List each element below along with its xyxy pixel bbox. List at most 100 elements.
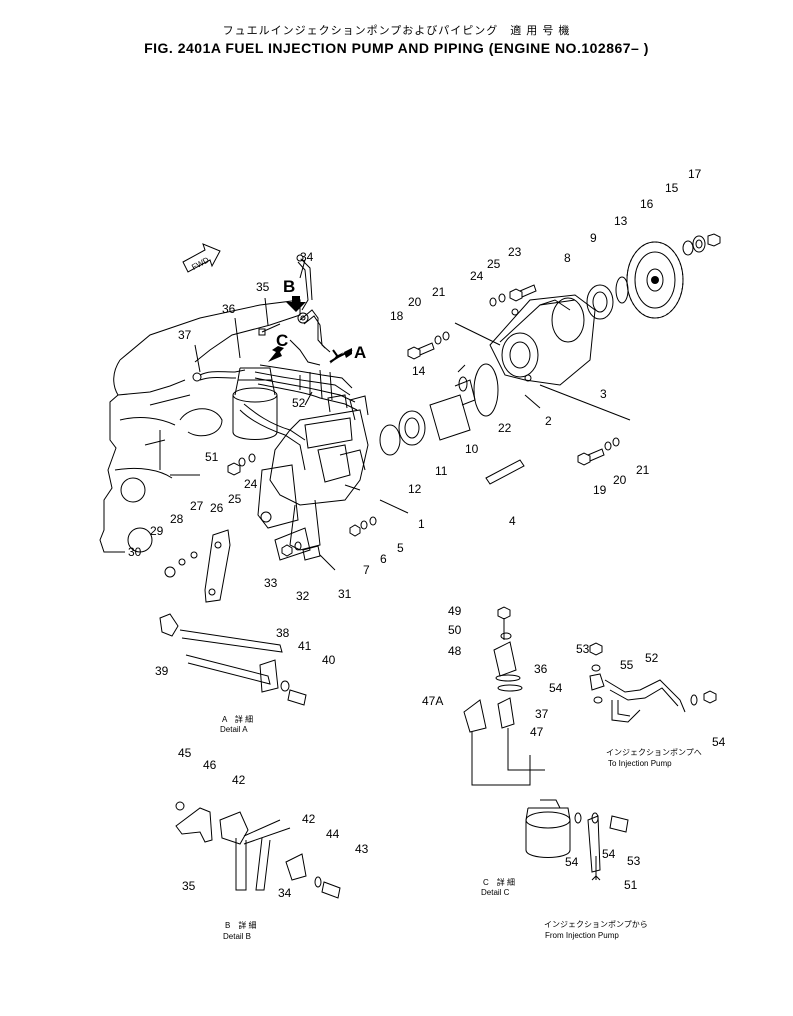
label-42a: 42 bbox=[232, 773, 246, 787]
label-37b: 37 bbox=[535, 707, 549, 721]
label-3: 3 bbox=[600, 387, 607, 401]
label-33: 33 bbox=[264, 576, 278, 590]
label-26: 26 bbox=[210, 501, 224, 515]
label-19: 19 bbox=[593, 483, 607, 497]
label-6: 6 bbox=[380, 552, 387, 566]
label-16: 16 bbox=[640, 197, 654, 211]
part-number-labels: 1 2 3 4 5 6 7 8 9 10 11 12 13 14 15 16 1… bbox=[128, 167, 726, 900]
label-25b: 25 bbox=[228, 492, 242, 506]
detail-captions: A 詳 細 Detail A B 詳 細 Detail B C 詳 細 Deta… bbox=[220, 714, 702, 941]
label-25a: 25 bbox=[487, 257, 501, 271]
label-5: 5 bbox=[397, 541, 404, 555]
label-51b: 51 bbox=[624, 878, 638, 892]
label-28: 28 bbox=[170, 512, 184, 526]
o-ring-22 bbox=[473, 363, 499, 417]
label-52a: 52 bbox=[292, 396, 306, 410]
label-47: 47 bbox=[530, 725, 544, 739]
bearing-11 bbox=[398, 410, 426, 446]
detail-a-en: Detail A bbox=[220, 725, 248, 734]
fwd-label: FWD bbox=[190, 255, 211, 272]
label-44: 44 bbox=[326, 827, 340, 841]
label-15: 15 bbox=[665, 181, 679, 195]
label-49: 49 bbox=[448, 604, 462, 618]
detail-b-en: Detail B bbox=[223, 932, 251, 941]
label-34a: 34 bbox=[300, 250, 314, 264]
label-35a: 35 bbox=[256, 280, 270, 294]
label-47a: 47A bbox=[422, 694, 443, 708]
detail-a-jp: A 詳 細 bbox=[222, 714, 253, 724]
label-23: 23 bbox=[508, 245, 522, 259]
label-1: 1 bbox=[418, 517, 425, 531]
label-48: 48 bbox=[448, 644, 462, 658]
label-9: 9 bbox=[590, 231, 597, 245]
detail-b-drawing bbox=[175, 801, 341, 899]
label-7: 7 bbox=[363, 563, 370, 577]
view-letter-c: C bbox=[276, 331, 288, 350]
label-50: 50 bbox=[448, 623, 462, 637]
label-55: 55 bbox=[620, 658, 634, 672]
label-24a: 24 bbox=[470, 269, 484, 283]
detail-c-drawing bbox=[463, 606, 717, 881]
leader-lines-main bbox=[194, 259, 631, 571]
view-arrows: A B C bbox=[268, 277, 366, 364]
label-36b: 36 bbox=[534, 662, 548, 676]
label-17: 17 bbox=[688, 167, 702, 181]
label-31: 31 bbox=[338, 587, 352, 601]
gear-13 bbox=[626, 241, 684, 319]
japanese-title: フュエルインジェクションポンプおよびパイピング 適 用 号 機 bbox=[222, 25, 571, 37]
injection-pump bbox=[257, 394, 369, 561]
label-51a: 51 bbox=[205, 450, 219, 464]
figure-title: FIG. 2401A FUEL INJECTION PUMP AND PIPIN… bbox=[144, 40, 649, 56]
bearing-8 bbox=[586, 284, 614, 320]
injection-pipes bbox=[192, 254, 358, 471]
label-27: 27 bbox=[190, 499, 204, 513]
washers-15-17 bbox=[682, 233, 721, 256]
detail-c-jp: C 詳 細 bbox=[483, 877, 515, 887]
label-42b: 42 bbox=[302, 812, 316, 826]
label-12: 12 bbox=[408, 482, 422, 496]
label-52b: 52 bbox=[645, 651, 659, 665]
label-46: 46 bbox=[203, 758, 217, 772]
label-29: 29 bbox=[150, 524, 164, 538]
bolt-19 bbox=[577, 437, 620, 466]
label-40: 40 bbox=[322, 653, 336, 667]
label-11: 11 bbox=[435, 464, 448, 478]
from-pump-en: From Injection Pump bbox=[545, 931, 619, 940]
label-54a: 54 bbox=[549, 681, 563, 695]
hardware-small bbox=[227, 453, 377, 561]
shaft-10 bbox=[429, 376, 476, 441]
label-45: 45 bbox=[178, 746, 192, 760]
forward-arrow: FWD bbox=[182, 243, 221, 273]
detail-c-en: Detail C bbox=[481, 888, 510, 897]
label-54c: 54 bbox=[565, 855, 579, 869]
bolt-18 bbox=[407, 331, 450, 360]
label-4: 4 bbox=[509, 514, 516, 528]
view-letter-b: B bbox=[283, 277, 295, 296]
to-pump-jp: インジェクションポンプへ bbox=[606, 748, 702, 757]
label-43: 43 bbox=[355, 842, 369, 856]
label-54d: 54 bbox=[602, 847, 616, 861]
label-20a: 20 bbox=[408, 295, 422, 309]
view-letter-a: A bbox=[354, 343, 366, 362]
label-10: 10 bbox=[465, 442, 479, 456]
label-13: 13 bbox=[614, 214, 628, 228]
label-53b: 53 bbox=[627, 854, 641, 868]
label-18: 18 bbox=[390, 309, 404, 323]
detail-b-jp: B 詳 細 bbox=[225, 920, 257, 930]
label-8: 8 bbox=[564, 251, 571, 265]
label-36a: 36 bbox=[222, 302, 236, 316]
label-24b: 24 bbox=[244, 477, 258, 491]
label-37a: 37 bbox=[178, 328, 192, 342]
label-2: 2 bbox=[545, 414, 552, 428]
label-39: 39 bbox=[155, 664, 169, 678]
label-21a: 21 bbox=[432, 285, 446, 299]
to-pump-en: To Injection Pump bbox=[608, 759, 672, 768]
label-54b: 54 bbox=[712, 735, 726, 749]
engine-block bbox=[99, 299, 301, 553]
snap-ring-9 bbox=[615, 276, 629, 304]
label-38: 38 bbox=[276, 626, 290, 640]
label-53a: 53 bbox=[576, 642, 590, 656]
stud-4 bbox=[485, 459, 525, 485]
label-30: 30 bbox=[128, 545, 142, 559]
